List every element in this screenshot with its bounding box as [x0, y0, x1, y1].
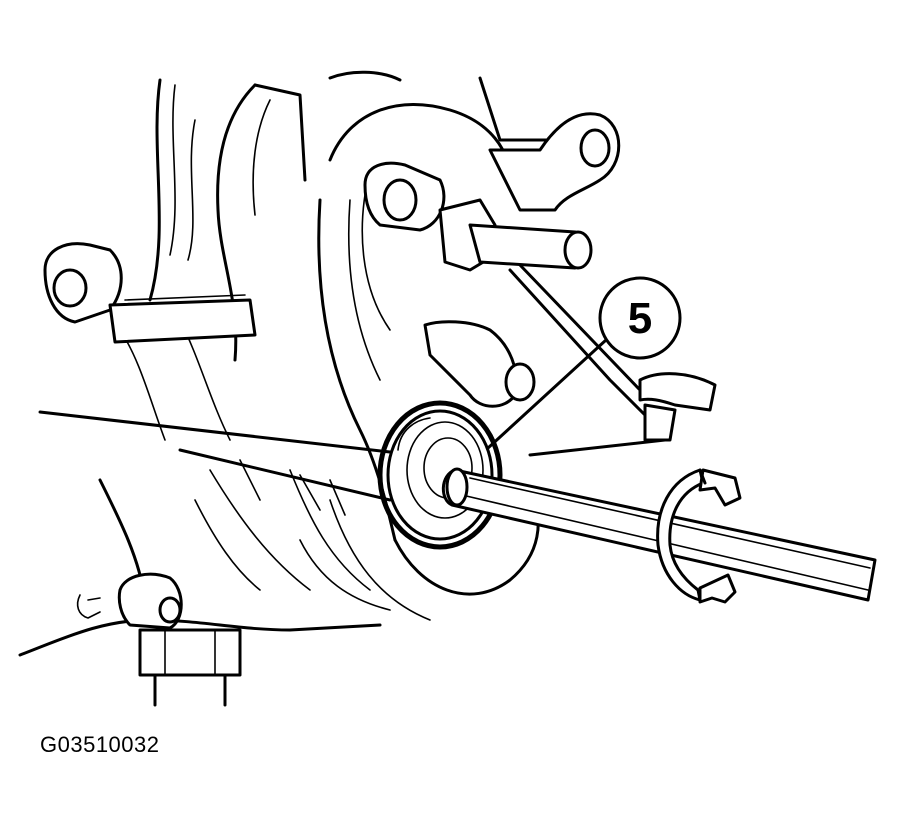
- engine-block-outline: [18, 70, 562, 657]
- side-bracket-left: [43, 242, 257, 344]
- lower-mounting-bolt: [76, 572, 242, 707]
- drive-shaft-lines: [38, 410, 392, 516]
- callout-number: 5: [628, 294, 652, 343]
- rotation-arrow-icon: [656, 468, 742, 604]
- callout-5: 5: [486, 276, 682, 450]
- figure-id: G03510032: [40, 732, 160, 757]
- bracket-arm-right: [423, 263, 717, 457]
- mounting-bracket-upper: [363, 112, 621, 272]
